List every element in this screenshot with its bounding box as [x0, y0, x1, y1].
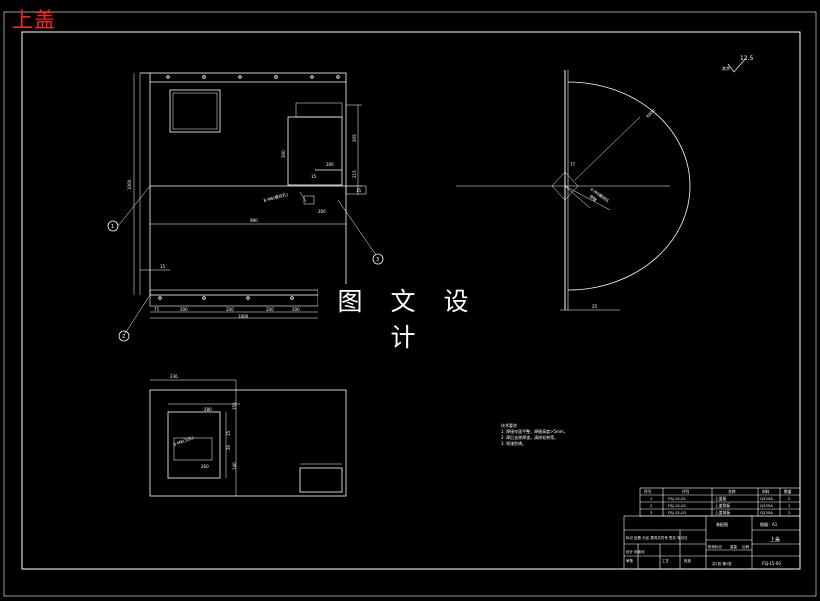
side-note-b: 焊接 [588, 193, 598, 203]
front-dim-span: 980 [250, 218, 258, 223]
title-drawing-type: 装配图 [716, 521, 728, 527]
front-dim-mid-right: 215 [352, 170, 357, 178]
parts-header-mat: 材料 [762, 489, 770, 494]
surface-finish-label: 其余 [722, 65, 730, 71]
title-drawing-no: FSJ-15-00 [762, 561, 781, 566]
title-block [623, 515, 801, 570]
parts-header-no: 序号 [644, 489, 652, 494]
title-weight: 重量 [730, 544, 738, 549]
parts-header-code: 代号 [682, 489, 690, 494]
front-view [117, 72, 377, 336]
parts-row-1-name: 上盖板 [715, 496, 727, 501]
title-stage: 阶段标记 [708, 544, 722, 549]
notes-line-2: 2. 焊后去除焊渣，清除毛刺等。 [501, 434, 558, 440]
parts-row-1-code: FSJ-15-01 [668, 496, 686, 501]
watermark-text: 图 文 设 计 [318, 284, 498, 352]
side-dim-radius: R800 [645, 107, 656, 118]
parts-header-name: 名称 [728, 489, 736, 494]
parts-row-3-mat: Q235A [760, 510, 773, 515]
callout-2 [118, 330, 130, 342]
parts-row-1-qty: 2 [788, 496, 791, 501]
front-dim-bottom-3: 200 [226, 307, 234, 312]
parts-row-2-code: FSJ-15-02 [668, 503, 686, 508]
parts-row-2-qty: 1 [788, 503, 791, 508]
front-dim-overall-height: 1000 [127, 179, 132, 190]
bottom-dim-side-a: 155 [232, 402, 237, 410]
bottom-dim-small-b: 30 [226, 444, 231, 450]
title-design-row: 设计 标准化 [626, 549, 645, 554]
notes-line-3: 3. 喷漆防锈。 [501, 440, 526, 446]
front-dim-window: 200 [318, 209, 326, 214]
bottom-view [149, 379, 347, 497]
front-dim-bottom-5: 200 [292, 307, 300, 312]
bottom-view-outline [149, 389, 347, 497]
front-dim-hatch-width: 200 [326, 162, 334, 167]
front-dim-bottom-total: 1000 [238, 314, 249, 319]
front-dim-bottom-4: 200 [266, 307, 274, 312]
bottom-dim-side-b: 140 [232, 462, 237, 470]
front-dim-top-right: 205 [352, 134, 357, 142]
callout-3-label: 3 [376, 257, 379, 263]
part-title: 上盖 [12, 8, 56, 32]
front-hole-note: 8-M6(螺纹孔) [263, 191, 289, 203]
parts-row-1-mat: Q235A [760, 496, 773, 501]
bottom-dim-top: 236 [170, 374, 178, 379]
surface-finish-value: 12.5 [740, 55, 754, 62]
callout-2-label: 2 [122, 334, 125, 340]
parts-row-3-no: 3 [650, 510, 653, 515]
front-bottom-holes [158, 296, 294, 300]
front-window [169, 89, 221, 133]
bottom-hole-label: 8-M8(沉孔) [172, 434, 194, 447]
front-dim-hatch-height: 300 [281, 150, 286, 158]
parts-row-3-qty: 2 [788, 510, 791, 515]
title-process: 工艺 [662, 558, 670, 563]
title-check: 审核 [626, 558, 634, 563]
front-dim-mid-right-low: 15 [356, 188, 362, 193]
title-scale: 图幅：A1 [760, 521, 778, 527]
notes-title: 技术要求 [501, 422, 517, 428]
front-top-holes [166, 75, 340, 79]
parts-row-3-code: FSJ-15-03 [668, 510, 686, 515]
side-view [456, 70, 691, 311]
side-dim-angle: 77 [570, 162, 576, 167]
front-dim-bottom-1: 75 [154, 307, 160, 312]
parts-row-2-mat: Q235A [760, 503, 773, 508]
front-view-outline [149, 72, 347, 296]
title-ratio: 比例 [742, 544, 750, 549]
surface-finish-symbol [727, 57, 747, 73]
parts-header-qty: 数量 [784, 489, 792, 494]
bottom-view-hatch [167, 411, 221, 479]
callout-3 [372, 253, 384, 265]
parts-row-3-name: 上盖前板 [715, 510, 730, 515]
title-revision-row: 标记 处数 分区 更改文件号 签名 年月日 [626, 535, 688, 540]
side-dim-bottom: 25 [592, 304, 598, 309]
front-dim-hatch-small: 15 [311, 174, 317, 179]
bottom-dim-lower-width: 260 [201, 464, 209, 469]
front-dim-left-offset: 15 [160, 264, 166, 269]
parts-row-2-name: 上盖侧板 [715, 503, 730, 508]
inner-frame [21, 31, 801, 570]
parts-row-2-no: 2 [650, 503, 653, 508]
title-sheet: 共1张 第1张 [712, 561, 732, 566]
bottom-dim-inner-width: 280 [204, 407, 212, 412]
side-view-arc [567, 81, 691, 291]
callout-1 [107, 220, 119, 232]
parts-row-1-no: 1 [650, 496, 653, 501]
bottom-dim-small-a: 15 [226, 430, 231, 436]
title-part-name: 上盖 [770, 536, 780, 543]
callout-1-label: 1 [111, 224, 114, 230]
front-dim-bottom-2: 200 [180, 307, 188, 312]
title-approve: 批准 [684, 558, 692, 563]
notes-line-1: 1. 焊接牢固平整，焊缝高度>5mm。 [501, 428, 568, 434]
outer-frame [3, 11, 817, 597]
